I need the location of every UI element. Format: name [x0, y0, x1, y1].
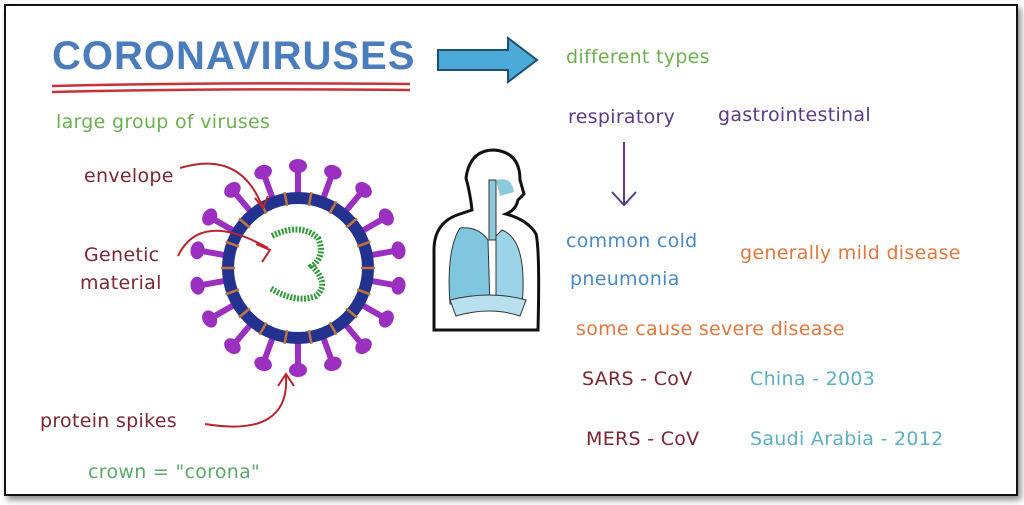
protein-spike-head [190, 276, 205, 295]
protein-spike-head [324, 356, 342, 372]
envelope-protein-tick [238, 217, 251, 229]
mers-name: MERS - CoV [586, 428, 700, 450]
envelope-pointer-arrow [179, 162, 263, 207]
envelope-protein-tick [307, 329, 313, 345]
protein-spike [200, 248, 226, 259]
envelope-protein-tick [356, 240, 371, 248]
envelope-protein-tick [328, 200, 338, 215]
envelope-protein-tick [345, 217, 358, 229]
protein-spike-head [224, 181, 241, 198]
envelope-protein-tick [225, 288, 240, 296]
pointer-arrows [177, 162, 295, 428]
crown-label: crown = "corona" [88, 461, 261, 483]
mild-note: generally mild disease [740, 242, 961, 264]
genetic-pointer-arrow [177, 229, 269, 257]
protein-spike-head [254, 164, 272, 180]
envelope-protein-tick [225, 240, 240, 248]
rna-strand [268, 226, 325, 302]
protein-spike [211, 302, 236, 320]
protein-spike-head [224, 338, 241, 355]
protein-spike [232, 190, 253, 214]
respiratory-system-icon [432, 148, 541, 332]
envelope-protein-tick [283, 329, 289, 345]
envelope-protein-tick [283, 191, 289, 207]
protein-spike-head [202, 208, 218, 226]
protein-spike [360, 302, 385, 320]
protein-spike [343, 190, 364, 214]
protein-spike [370, 277, 396, 288]
title-underline [51, 82, 411, 94]
down-arrow-icon [611, 142, 637, 207]
protein-spike-head [378, 310, 394, 328]
envelope-protein-tick [345, 307, 358, 319]
protein-spike [360, 216, 385, 234]
protein-spike-head [391, 276, 406, 295]
envelope-protein-tick [258, 321, 268, 336]
spikes-pointer-arrow [204, 375, 288, 428]
genetic-material-label-line1: Genetic [84, 244, 160, 266]
protein-spike [200, 277, 226, 288]
protein-spike [320, 336, 335, 362]
protein-spike [211, 216, 236, 234]
genetic-material-label-line2: material [80, 272, 162, 294]
coronavirus-illustration [190, 159, 406, 377]
description: large group of viruses [56, 111, 271, 133]
protein-spike-head [324, 164, 342, 180]
protein-spikes-label: protein spikes [40, 410, 177, 432]
page-title: CORONAVIRUSES [52, 34, 416, 78]
envelope-protein-tick [328, 321, 338, 336]
condition-common-cold: common cold [566, 230, 698, 252]
protein-spike-head [391, 241, 406, 260]
envelope-ring [222, 192, 374, 344]
protein-spike-head [289, 363, 307, 377]
type-gastrointestinal: gastrointestinal [718, 104, 871, 126]
envelope-protein-tick [356, 288, 371, 296]
condition-pneumonia: pneumonia [570, 268, 680, 290]
protein-spike-head [190, 241, 205, 260]
subtitle: different types [566, 46, 710, 68]
sars-origin: China - 2003 [750, 368, 876, 390]
envelope-protein-tick [238, 307, 251, 319]
protein-spike-head [355, 338, 372, 355]
protein-spike [261, 174, 276, 200]
protein-spike-head [289, 159, 307, 173]
type-respiratory: respiratory [568, 106, 676, 128]
envelope-protein-tick [307, 191, 313, 207]
protein-spike [232, 322, 253, 346]
severe-note: some cause severe disease [576, 318, 845, 340]
sars-name: SARS - CoV [582, 368, 693, 390]
protein-spike [343, 322, 364, 346]
protein-spike-head [355, 181, 372, 198]
protein-spike [370, 248, 396, 259]
protein-spike-head [202, 310, 218, 328]
protein-spike [261, 336, 276, 362]
protein-spike-head [254, 356, 272, 372]
protein-spike-head [378, 208, 394, 226]
protein-spike [320, 174, 335, 200]
envelope-label: envelope [84, 165, 174, 187]
big-arrow-icon [437, 35, 539, 85]
mers-origin: Saudi Arabia - 2012 [750, 428, 944, 450]
